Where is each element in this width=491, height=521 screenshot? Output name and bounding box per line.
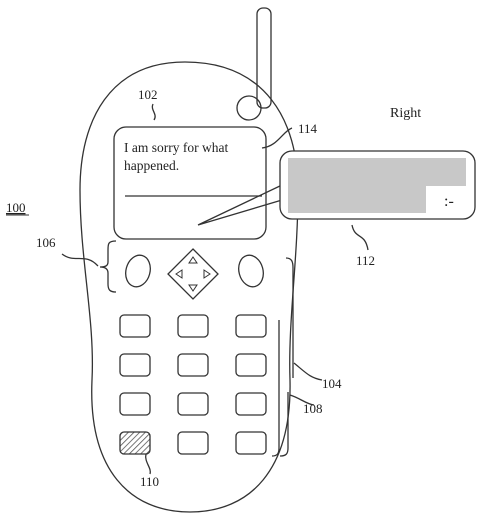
- key[interactable]: [119, 392, 151, 416]
- key[interactable]: [235, 314, 267, 338]
- ref-label-112: 112: [356, 253, 375, 268]
- hatched-key[interactable]: [119, 431, 151, 455]
- leader-102: [151, 103, 156, 121]
- bracket-104: [285, 257, 294, 378]
- key[interactable]: [235, 431, 267, 455]
- key[interactable]: [177, 314, 209, 338]
- screen-text-line-2: happened.: [124, 158, 179, 173]
- key[interactable]: [119, 314, 151, 338]
- ref-label-110: 110: [140, 474, 159, 489]
- key[interactable]: [177, 431, 209, 455]
- ref-label-102: 102: [138, 87, 158, 102]
- leader-104: [293, 362, 323, 381]
- leader-114: [261, 127, 293, 149]
- leader-106: [61, 253, 99, 267]
- ref-label-108: 108: [303, 401, 323, 416]
- bubble-emoticon: :-: [444, 193, 454, 210]
- leader-108: [289, 394, 315, 406]
- earpiece-circle: [236, 95, 262, 121]
- display-screen: [113, 126, 267, 240]
- ref-label-104: 104: [322, 376, 342, 391]
- left-soft-key[interactable]: [122, 252, 153, 289]
- key[interactable]: [235, 392, 267, 416]
- bracket-108-outer: [279, 392, 289, 457]
- key[interactable]: [235, 353, 267, 377]
- key[interactable]: [177, 392, 209, 416]
- ref-label-106: 106: [36, 235, 56, 250]
- leader-110: [145, 453, 151, 475]
- right-label: Right: [390, 106, 421, 121]
- redacted-block-1: [288, 158, 466, 186]
- nav-arrows-icon[interactable]: [167, 248, 219, 300]
- ref-label-114: 114: [298, 121, 318, 136]
- keypad: [119, 314, 267, 455]
- bracket-106: [99, 240, 117, 293]
- bubble-pointer: [197, 184, 283, 226]
- phone-body: [79, 61, 299, 513]
- leader-112: [351, 224, 369, 251]
- right-soft-key[interactable]: [235, 252, 266, 289]
- bracket-108: [271, 320, 280, 457]
- antenna: [256, 7, 272, 109]
- key[interactable]: [177, 353, 209, 377]
- ref-label-100: 100: [6, 200, 26, 215]
- redacted-block-2: [288, 185, 426, 213]
- key[interactable]: [119, 353, 151, 377]
- screen-text-line-1: I am sorry for what: [124, 140, 228, 155]
